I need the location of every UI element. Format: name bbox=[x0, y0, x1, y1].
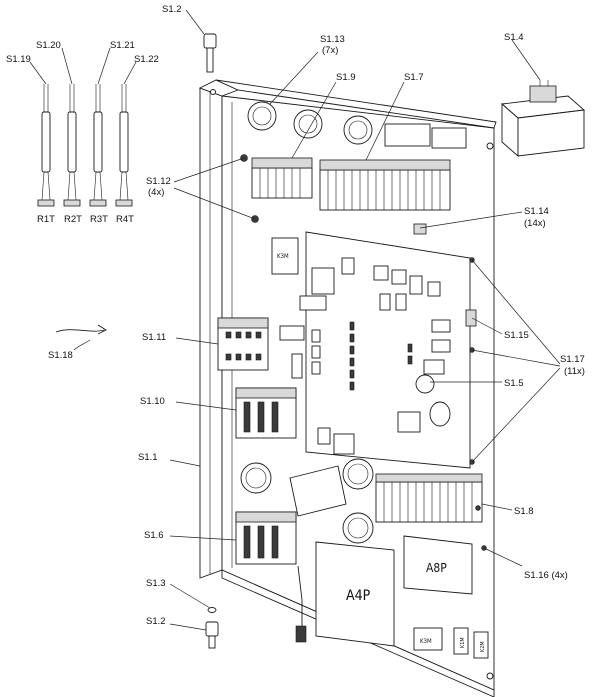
callout-labels: S1.2 S1.13 (7x) S1.4 S1.20 S1.21 S1.19 S… bbox=[6, 4, 585, 627]
sensor-cables: R1T R2T R3T R4T bbox=[37, 84, 134, 225]
callout-s1-15: S1.15 bbox=[504, 330, 529, 341]
label-k1m-small: K1M bbox=[460, 637, 466, 648]
callout-s1-11: S1.11 bbox=[142, 332, 166, 343]
callout-s1-19: S1.19 bbox=[6, 54, 31, 65]
callout-s1-2-bottom: S1.2 bbox=[146, 616, 166, 627]
grommets-top bbox=[247, 101, 467, 149]
screw-bottom bbox=[205, 607, 219, 649]
cable-tie-s1-18 bbox=[55, 324, 107, 335]
pcb-a8p: A8P bbox=[403, 535, 473, 595]
callout-s1-10: S1.10 bbox=[140, 396, 165, 407]
callout-s1-18: S1.18 bbox=[48, 350, 73, 361]
label-a8p: A8P bbox=[426, 561, 447, 575]
callout-s1-17-qty: (11x) bbox=[564, 366, 585, 377]
callout-s1-12-qty: (4x) bbox=[148, 187, 164, 198]
clip-s1-14 bbox=[413, 223, 427, 235]
callout-s1-17: S1.17 bbox=[560, 354, 585, 365]
insulation-sheet bbox=[289, 465, 347, 517]
label-a4p: A4P bbox=[346, 588, 371, 604]
contactor-k2m bbox=[235, 353, 303, 439]
callout-s1-9: S1.9 bbox=[336, 72, 356, 83]
callout-s1-4: S1.4 bbox=[504, 32, 524, 43]
transformer-s1-4 bbox=[500, 80, 586, 157]
callout-s1-13: S1.13 bbox=[320, 34, 345, 45]
label-x3m: K3M bbox=[420, 638, 432, 645]
label-k3m-top: K3M bbox=[277, 253, 289, 260]
callout-s1-3: S1.3 bbox=[146, 578, 166, 589]
small-relays-bottom: K3M K1M K2M bbox=[413, 627, 489, 659]
callout-s1-8: S1.8 bbox=[514, 506, 534, 517]
callout-s1-6: S1.6 bbox=[144, 530, 164, 541]
callout-s1-7: S1.7 bbox=[404, 72, 424, 83]
sensor-label-r4t: R4T bbox=[116, 214, 134, 225]
terminal-strip-x2m bbox=[251, 157, 313, 199]
power-terminal-s1-6 bbox=[235, 511, 307, 643]
main-pcb: K3M bbox=[271, 231, 471, 469]
leader-lines bbox=[29, 9, 561, 631]
label-k2m-small: K2M bbox=[480, 641, 486, 652]
grommets-mid bbox=[240, 458, 374, 544]
sensor-cable-r3t bbox=[89, 84, 107, 207]
sensor-label-r1t: R1T bbox=[37, 214, 55, 225]
callout-s1-14-qty: (14x) bbox=[524, 218, 546, 229]
callout-s1-22: S1.22 bbox=[134, 54, 159, 65]
screw-top bbox=[203, 33, 217, 73]
sensor-cable-r2t bbox=[63, 84, 81, 207]
relay-k1m bbox=[217, 317, 305, 371]
callout-s1-14: S1.14 bbox=[524, 206, 549, 217]
callout-s1-16: S1.16 (4x) bbox=[524, 570, 568, 581]
callout-s1-21: S1.21 bbox=[110, 40, 135, 51]
callout-s1-1: S1.1 bbox=[138, 452, 158, 463]
callout-s1-20: S1.20 bbox=[36, 40, 61, 51]
callout-s1-12: S1.12 bbox=[146, 176, 171, 187]
sensor-cable-r1t bbox=[37, 84, 55, 207]
terminal-strip-x1m bbox=[375, 473, 483, 523]
sensor-label-r3t: R3T bbox=[90, 214, 108, 225]
sensor-cable-r4t bbox=[115, 84, 133, 207]
standoffs-s1-16 bbox=[475, 505, 487, 551]
terminal-strip-x1m-top bbox=[319, 159, 451, 211]
callout-s1-2-top: S1.2 bbox=[162, 4, 182, 15]
pcb-a4p: A4P bbox=[315, 541, 395, 647]
callout-s1-5: S1.5 bbox=[504, 378, 524, 389]
callout-s1-13-qty: (7x) bbox=[322, 45, 338, 56]
sensor-label-r2t: R2T bbox=[64, 214, 82, 225]
